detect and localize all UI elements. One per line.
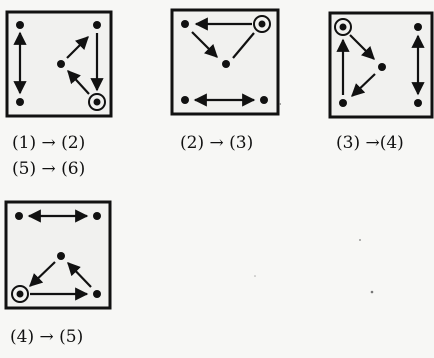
panel-3-node-tl [339,23,347,31]
panel-4-node-tr [93,212,101,220]
paper-speck [359,239,361,241]
panel-2-node-center [222,60,230,68]
caption-panel-3: (3) →(4) [336,133,404,153]
paper-speck [370,290,374,294]
panel-2-node-br [260,96,268,104]
panel-1-node-tr [93,21,101,29]
panel-2-node-tl [181,20,189,28]
panel-2-node-bl [181,96,189,104]
panel-3-node-tr [414,23,422,31]
caption-panel-4: (4) → (5) [10,327,84,347]
paper-speck [254,275,256,277]
panel-2-marker-ring [253,15,271,33]
panel-3-marker-ring [334,18,352,36]
panel-3 [328,11,434,119]
panel-3-arrow-corner-to-center [349,34,375,60]
panel-1 [5,10,113,118]
panel-1-node-center [57,60,65,68]
panel-3-node-center [378,63,386,71]
panel-2-node-tr [258,20,266,28]
panel-3-arrow-center-to-corner [351,73,376,97]
caption-panel-2: (2) → (3) [180,133,254,153]
panel-4-node-br [93,290,101,298]
panel-1-node-tl [16,21,24,29]
panel-1-node-br [93,98,101,106]
panel-4 [4,200,112,310]
panel-3-node-bl [339,99,347,107]
panel-4-node-center [57,252,65,260]
panel-1-node-bl [16,98,24,106]
panel-2-arrow-center-link [232,32,255,59]
panel-4-node-tl [15,212,23,220]
panel-1-arrow-to-corner [66,36,89,59]
panel-4-arrow-center-to-corner [29,261,56,287]
paper-speck [279,103,281,105]
panel-4-arrow-to-center [67,262,92,288]
caption-panel-1: (1) → (2) [12,133,86,153]
panel-4-marker-ring [11,285,29,303]
panel-2-arrow-corner-to-center [191,31,218,58]
caption-panel-1-second: (5) → (6) [12,159,86,179]
panel-2 [170,8,280,116]
panel-1-arrow-to-center [67,70,90,95]
panel-1-marker-ring [88,93,106,111]
panel-3-node-br [414,99,422,107]
panel-4-node-bl [16,290,24,298]
